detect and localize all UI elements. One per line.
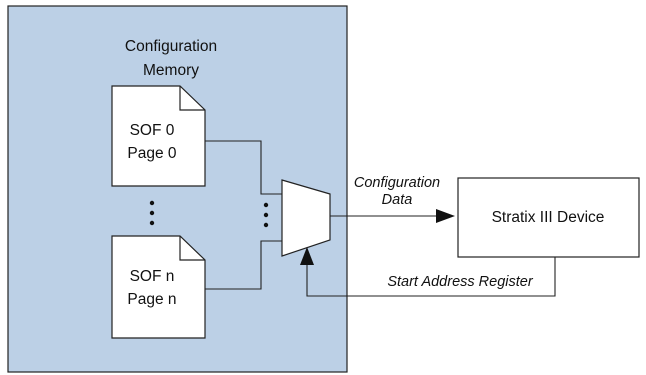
start-address-register-label: Start Address Register: [387, 274, 533, 290]
configuration-data-label-line1: Configuration: [354, 175, 440, 191]
page-n-page-label: Page n: [127, 291, 176, 308]
page-0-page-label: Page 0: [127, 145, 177, 162]
page-n-document: SOF n Page n: [111, 235, 206, 339]
pages-ellipsis: [149, 200, 155, 226]
page-n-sof-label: SOF n: [130, 268, 175, 285]
page-0-sof-label: SOF 0: [130, 122, 175, 139]
stratix-device-box: [457, 177, 640, 258]
start-address-arrowhead: [300, 247, 314, 265]
stratix-device-label: Stratix III Device: [492, 209, 605, 226]
page-0-to-mux-line: [205, 140, 282, 195]
page-0-document: SOF 0 Page 0: [111, 85, 206, 187]
memory-title-line2: Memory: [143, 62, 199, 79]
multiplexer-shape: [281, 179, 331, 257]
start-address-register-line: [306, 257, 556, 297]
page-n-to-mux-line: [205, 240, 282, 290]
memory-title-line1: Configuration: [125, 38, 217, 55]
mux-inputs-ellipsis: [263, 202, 269, 228]
configuration-data-label-line2: Data: [382, 192, 413, 208]
configuration-data-arrowhead: [436, 209, 455, 223]
